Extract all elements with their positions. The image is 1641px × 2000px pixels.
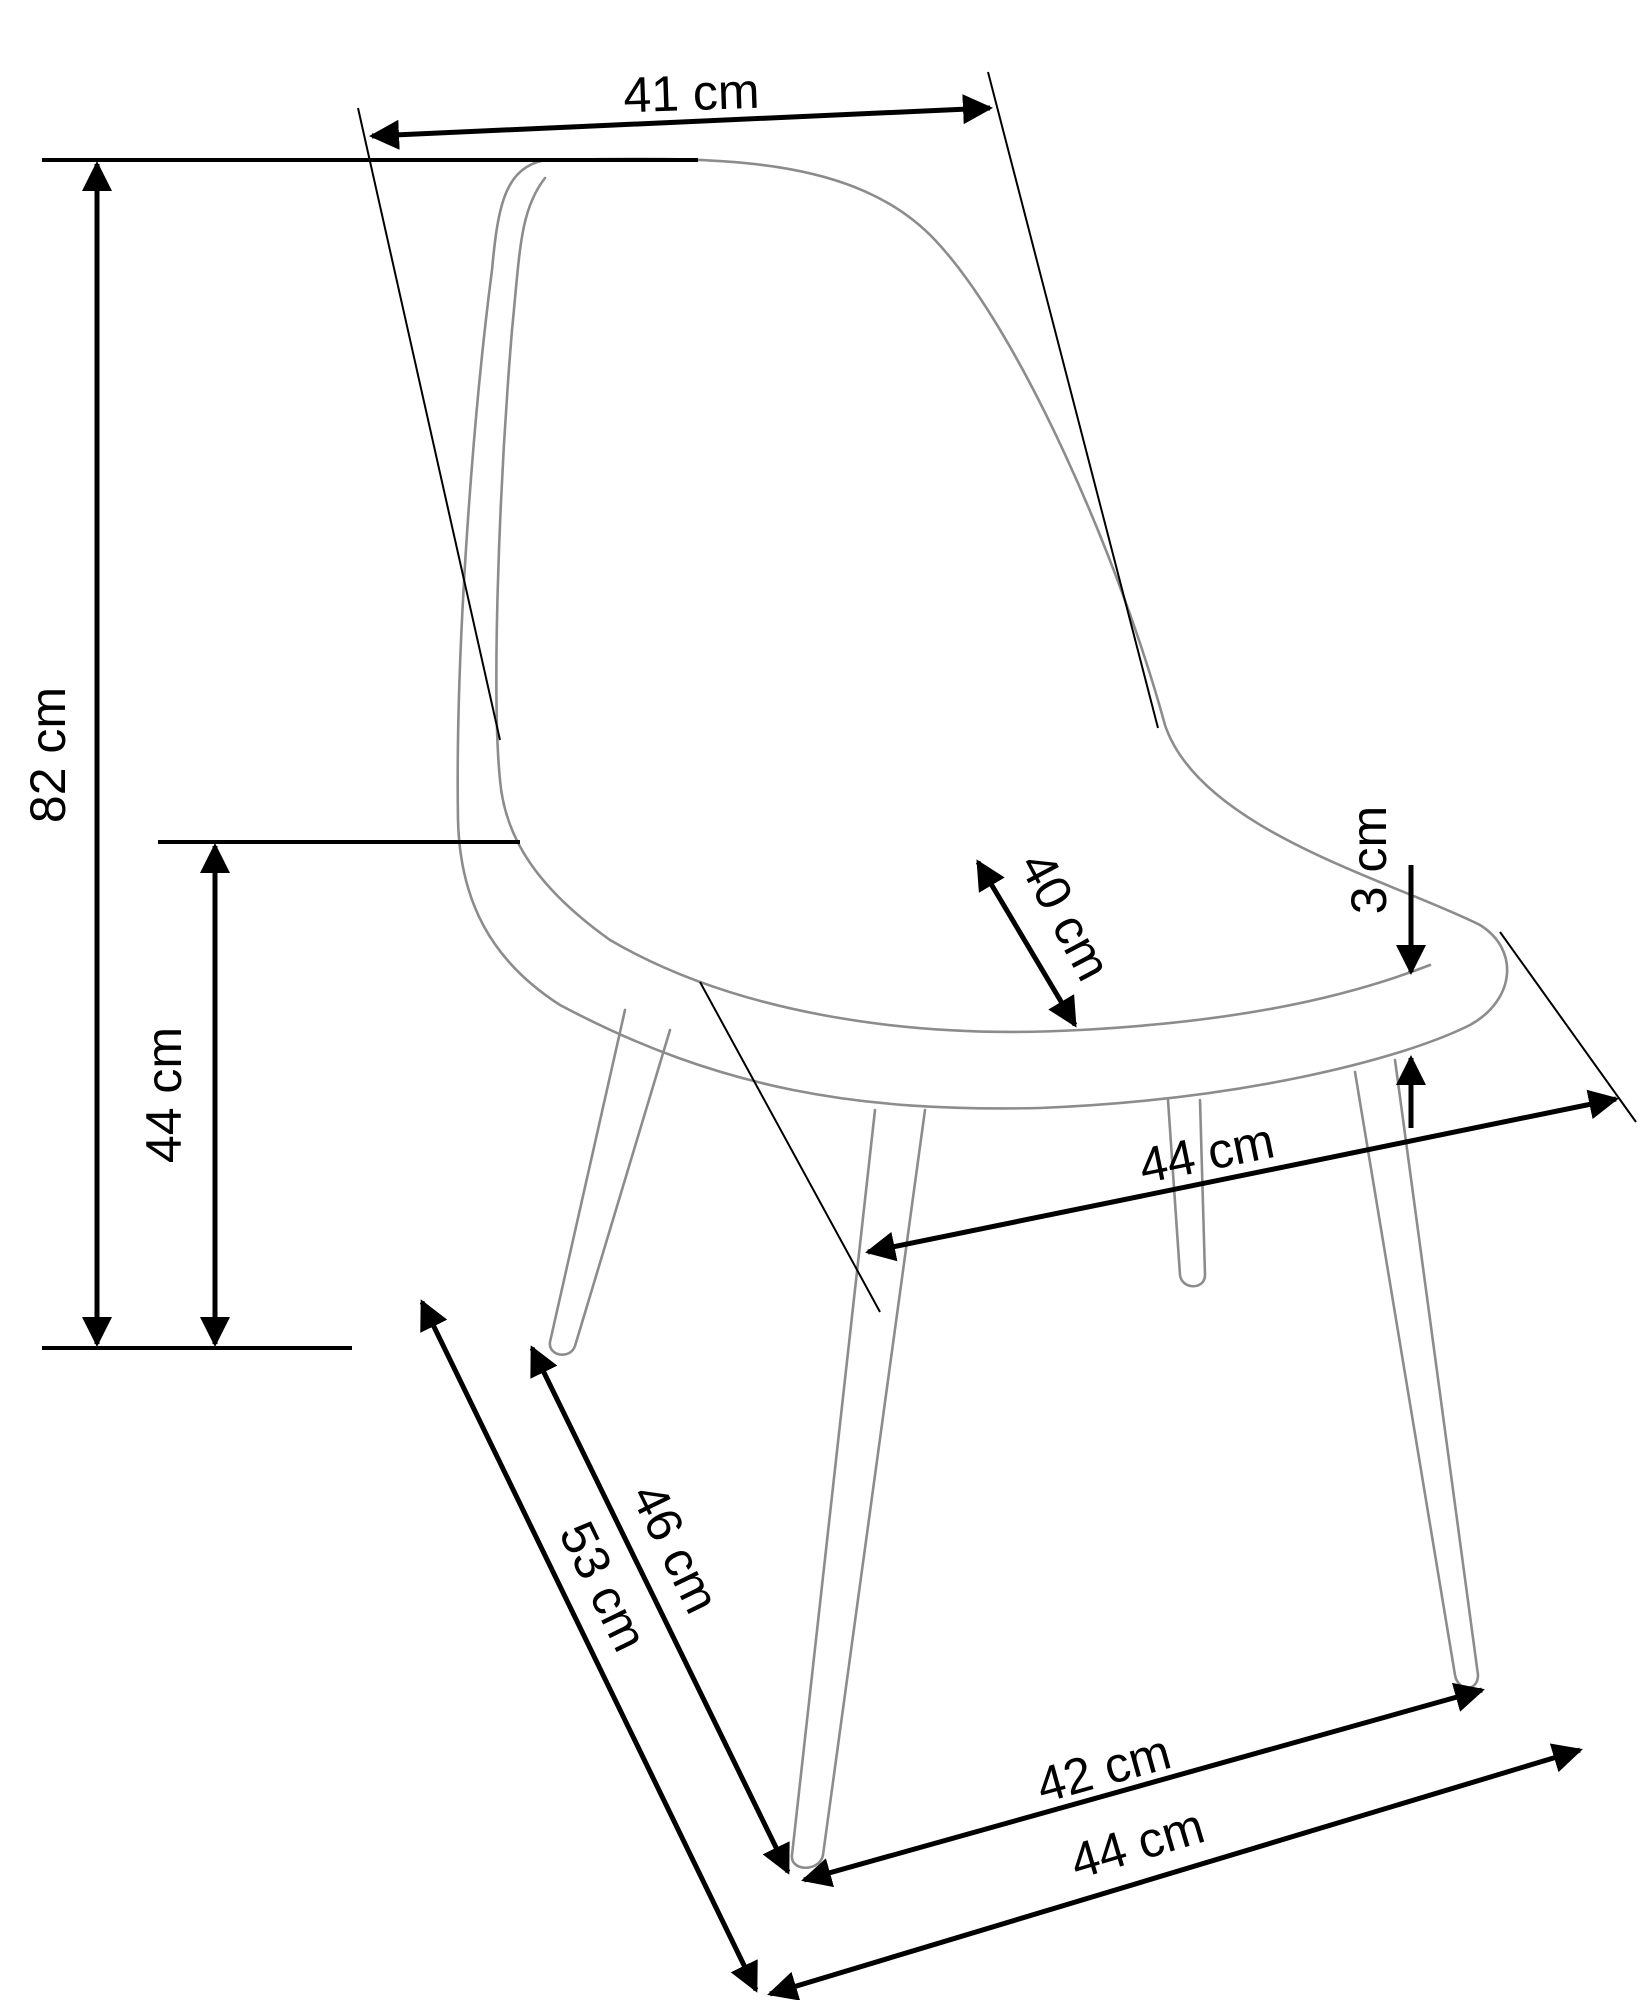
dimension-labels: 41 cm 82 cm 44 cm 40 cm 3 cm 44 cm 46 cm…	[20, 63, 1397, 1890]
reference-lines	[42, 71, 1637, 1350]
label-leg-width-inner: 42 cm	[1030, 1723, 1176, 1813]
chair-leg-front-left	[790, 1108, 927, 1869]
label-leg-width-outer: 44 cm	[1064, 1798, 1210, 1890]
chair-leg-back-right	[1166, 1098, 1207, 1288]
chair-shell-inner-back	[495, 176, 1432, 1034]
label-back-width: 41 cm	[622, 63, 760, 124]
ext-line-back-right	[987, 71, 1159, 729]
label-total-height: 82 cm	[20, 687, 76, 823]
ext-line-back-left	[357, 107, 501, 741]
dim-arrow-seat-width	[865, 1089, 1619, 1262]
dim-arrow-leg-width-outer	[767, 1743, 1583, 2000]
dimension-arrows	[82, 94, 1619, 2000]
dim-arrow-back-width	[369, 94, 993, 150]
label-seat-thickness: 3 cm	[1341, 806, 1397, 914]
label-seat-depth: 40 cm	[1009, 843, 1122, 990]
chair-shell-outer	[456, 157, 1509, 1110]
ext-line-seat-right	[1499, 931, 1637, 1123]
dim-arrow-seat-depth	[975, 859, 1078, 1028]
chair-leg-front-right	[1353, 1058, 1480, 1690]
ext-line-seat-left	[699, 981, 881, 1313]
chair-leg-back-left	[548, 1008, 672, 1356]
label-seat-height: 44 cm	[136, 1027, 192, 1163]
dim-arrow-leg-depth-outer	[419, 1299, 759, 1993]
